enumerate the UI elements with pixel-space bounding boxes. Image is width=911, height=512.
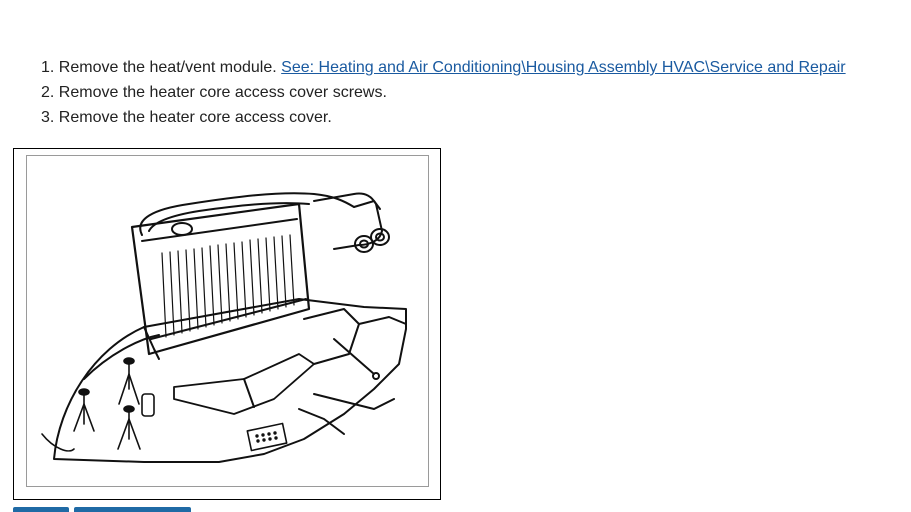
step-number: 1. xyxy=(41,59,55,76)
step-text: Remove the heater core access cover scre… xyxy=(58,84,387,101)
access-cover xyxy=(173,353,315,415)
heater-core xyxy=(130,202,311,356)
step-1: 1. Remove the heat/vent module. See: Hea… xyxy=(41,55,846,80)
step-number: 2. xyxy=(41,84,55,101)
see-housing-assembly-link[interactable]: See: Heating and Air Conditioning\Housin… xyxy=(281,59,846,76)
housing-outline xyxy=(53,298,407,463)
heater-core-illustration xyxy=(13,148,441,500)
step-number: 3. xyxy=(41,109,55,126)
nav-button-next[interactable] xyxy=(74,507,191,512)
heater-core-fins xyxy=(161,234,295,338)
electrical-connector xyxy=(246,422,288,452)
procedure-steps: 1. Remove the heat/vent module. See: Hea… xyxy=(41,55,846,130)
illustration-frame xyxy=(26,155,429,487)
step-3: 3. Remove the heater core access cover. xyxy=(41,105,846,130)
step-text: Remove the heater core access cover. xyxy=(58,109,332,126)
pipe-fittings xyxy=(313,192,383,250)
nav-button-back[interactable] xyxy=(13,507,69,512)
cover-screws xyxy=(73,357,155,450)
heater-core-drawing xyxy=(41,192,407,463)
step-2: 2. Remove the heater core access cover s… xyxy=(41,80,846,105)
step-text: Remove the heat/vent module. xyxy=(58,59,282,76)
